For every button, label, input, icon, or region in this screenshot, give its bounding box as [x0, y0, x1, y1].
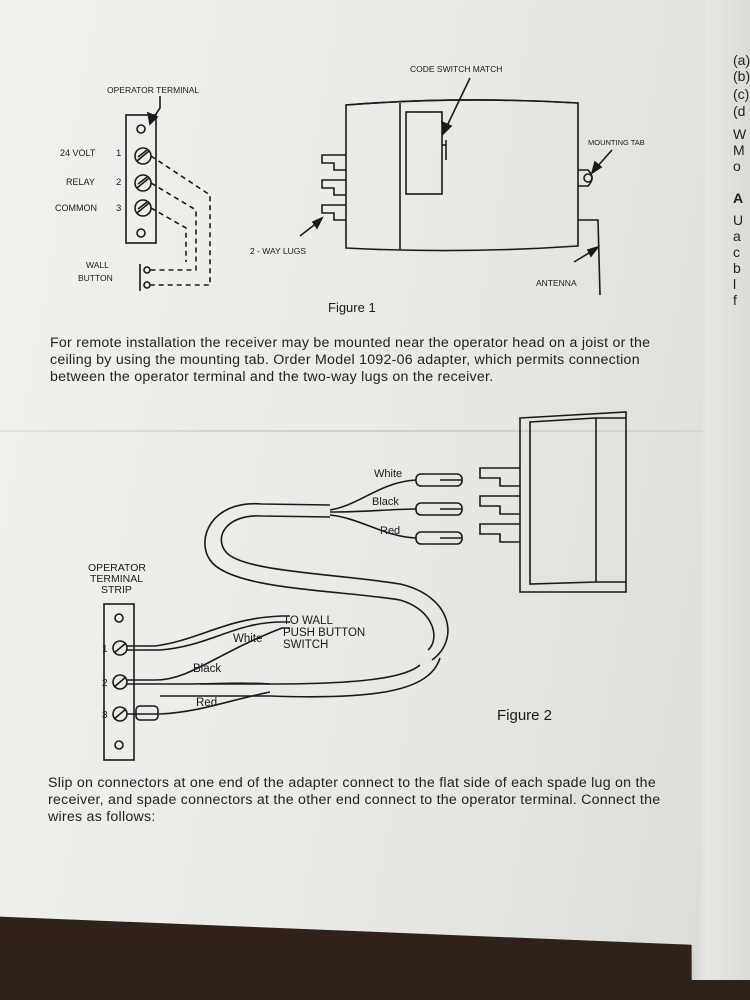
dashed-wires [150, 155, 211, 286]
label-switch: SWITCH [283, 639, 328, 651]
label-to-wall: TO WALL [283, 615, 333, 627]
adapter-cable [160, 503, 449, 698]
two-way-lugs [321, 154, 346, 221]
paragraph-remote-installation: For remote installation the receiver may… [50, 335, 651, 385]
margin-item-b: (b) [733, 68, 750, 84]
label-operator-terminal: OPERATOR TERMINAL [107, 85, 199, 95]
label-24-volt: 24 VOLT [60, 148, 96, 158]
terminal-wire-label-white: White [233, 633, 262, 645]
margin-item-d: (d [733, 103, 746, 119]
figure-2 [103, 411, 627, 761]
slip-on-connectors [415, 473, 463, 545]
margin-letter-a2: a [733, 228, 741, 244]
label-terminal-3: 3 [116, 203, 121, 214]
terminal-screw-2 [134, 174, 152, 192]
margin-letter-m: M [733, 142, 745, 158]
wall-button-symbol [139, 264, 151, 291]
label-relay: RELAY [66, 177, 95, 187]
instruction-sheet [0, 0, 705, 945]
wire-label-red: Red [380, 525, 400, 537]
label-terminal-1: 1 [116, 148, 121, 159]
wire-label-black: Black [372, 496, 399, 508]
figure-1 [125, 77, 613, 296]
figure-2-caption: Figure 2 [497, 707, 552, 724]
figure-1-caption: Figure 1 [328, 300, 376, 315]
margin-letter-l: l [733, 276, 737, 292]
margin-letter-f: f [733, 292, 737, 308]
label-push-button: PUSH BUTTON [283, 627, 365, 639]
label-terminal: TERMINAL [90, 573, 143, 585]
margin-letter-c: c [733, 244, 740, 260]
terminal-screw-3 [134, 199, 152, 217]
receiver-partial [519, 411, 627, 593]
margin-letter-w: W [733, 126, 747, 142]
strip-number-1: 1 [102, 644, 108, 655]
wire-label-white: White [374, 468, 402, 480]
operator-terminal-strip [125, 114, 157, 244]
label-antenna: ANTENNA [536, 278, 577, 288]
terminal-wire-label-black: Black [193, 663, 221, 675]
label-strip: STRIP [101, 584, 132, 596]
margin-letter-b: b [733, 260, 741, 276]
label-2-way-lugs: 2 - WAY LUGS [250, 246, 306, 256]
strip-number-2: 2 [102, 678, 108, 689]
terminal-wire-label-red: Red [196, 697, 217, 709]
operator-terminal-strip-2 [103, 603, 135, 761]
strip-number-3: 3 [102, 710, 108, 721]
label-button: BUTTON [78, 273, 113, 283]
paragraph-slip-on-connectors: Slip on connectors at one end of the ada… [48, 775, 661, 825]
receiver-box [345, 99, 593, 252]
label-common: COMMON [55, 203, 97, 213]
paper-fold [0, 430, 705, 432]
receiver-lugs [479, 467, 520, 543]
margin-letter-u: U [733, 212, 744, 228]
label-wall: WALL [86, 260, 109, 270]
label-operator: OPERATOR [88, 562, 146, 574]
label-code-switch-match: CODE SWITCH MATCH [410, 64, 502, 74]
antenna-wire [578, 219, 601, 296]
terminal-screw-1 [134, 147, 152, 165]
margin-letter-o: o [733, 158, 741, 174]
label-mounting-tab: MOUNTING TAB [588, 138, 645, 147]
margin-letter-a: A [733, 190, 744, 206]
diagrams: OPERATOR TERMINAL CODE SWITCH MATCH MOUN… [55, 64, 645, 761]
margin-item-a: (a) [733, 52, 750, 68]
margin-item-c: (c) [733, 86, 750, 102]
label-terminal-2: 2 [116, 177, 121, 188]
